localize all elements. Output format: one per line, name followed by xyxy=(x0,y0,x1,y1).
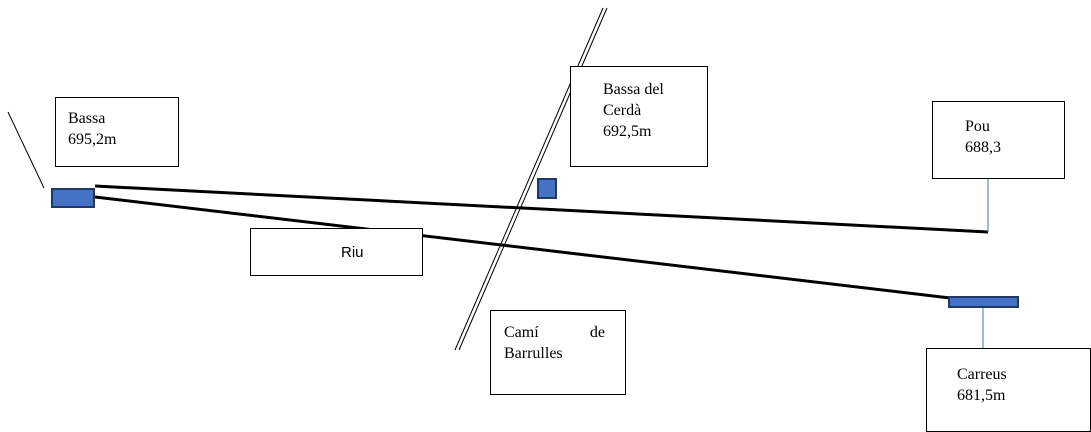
bassa-altitude: 695,2m xyxy=(68,131,117,148)
carreus-label-box: Carreus 681,5m xyxy=(926,348,1091,432)
carreus-altitude: 681,5m xyxy=(957,387,1006,404)
riu-label-box: Riu xyxy=(250,228,423,276)
bassa-cerda-name-line1: Bassa del xyxy=(603,81,664,98)
pipe-to-carreus xyxy=(94,195,951,300)
cami-word2: de xyxy=(589,324,605,341)
cami-line2: Barrulles xyxy=(504,345,563,362)
bassa-cerda-altitude: 692,5m xyxy=(603,123,652,140)
bassa-cerda-label-box: Bassa del Cerdà 692,5m xyxy=(570,66,708,167)
cami-line1: Camí de xyxy=(504,322,605,343)
carreus-marker xyxy=(948,296,1019,308)
pou-label-box: Pou 688,3 xyxy=(932,101,1065,179)
cami-word1: Camí xyxy=(504,324,539,341)
road-line-left xyxy=(454,7,604,351)
pou-name: Pou xyxy=(965,118,990,135)
bassa-label-box: Bassa 695,2m xyxy=(55,97,179,167)
riu-name: Riu xyxy=(341,244,364,261)
bassa-cerda-name-line2: Cerdà xyxy=(603,102,642,119)
diagonal-stub-line xyxy=(7,111,45,189)
bassa-marker xyxy=(51,188,95,208)
road-line-right xyxy=(458,7,608,351)
cami-label-box: Camí de Barrulles xyxy=(490,310,626,395)
pipe-to-pou xyxy=(94,184,989,234)
bassa-cerda-marker xyxy=(537,178,557,199)
carreus-name: Carreus xyxy=(957,366,1007,383)
pou-altitude: 688,3 xyxy=(965,139,1001,156)
bassa-name: Bassa xyxy=(68,110,106,127)
